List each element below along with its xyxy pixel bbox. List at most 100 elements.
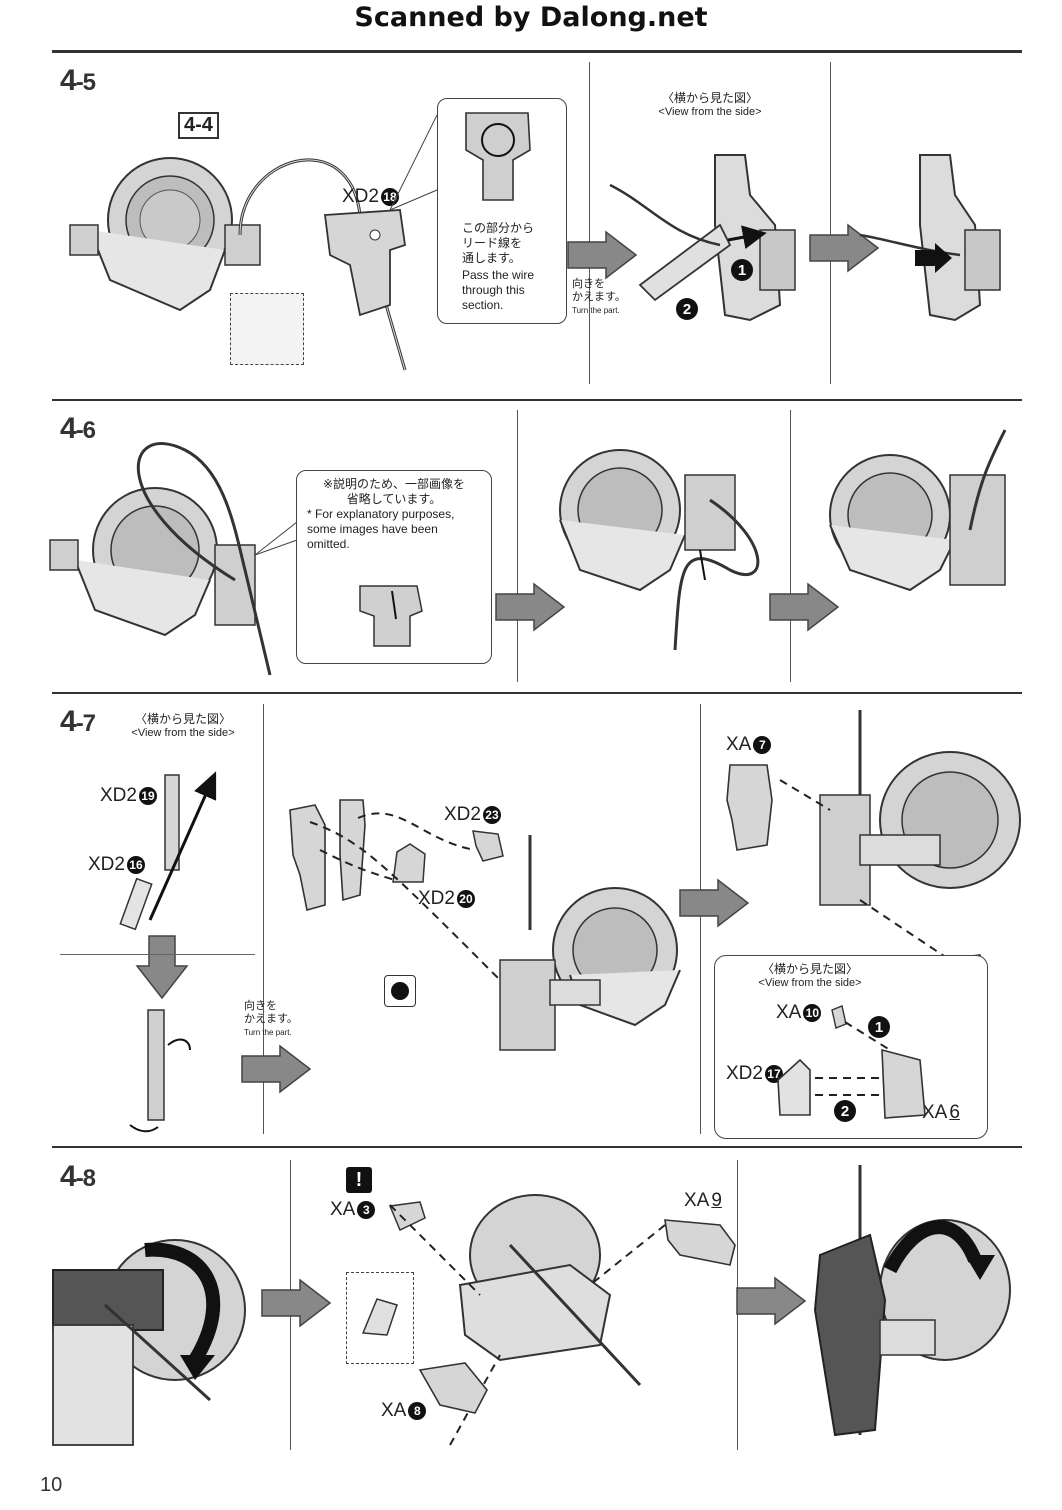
reference-step-tag: 4-4 (178, 112, 219, 139)
callout-pointer-lines (389, 114, 438, 211)
step-number-sub: -6 (75, 417, 96, 444)
shield-side-assembly-illustration (779, 710, 1021, 961)
turn-note-jp: 向きを (244, 1000, 277, 1012)
wire-lead (238, 158, 407, 371)
column-divider (263, 704, 264, 1134)
part-label-xd2-23: XD2 23 (444, 804, 501, 826)
shield-fold-illustration (52, 1239, 246, 1446)
part-xa-8-illustration (418, 1362, 488, 1414)
part-label-xa-3: XA 3 (330, 1199, 376, 1221)
part-label-xd2-16: XD2 16 (88, 854, 145, 876)
side-view-inset-callout: 〈横から見た図〉 <View from the side> (714, 955, 988, 1139)
detail-inset-box (230, 293, 304, 365)
step-order-badge-2: 2 (834, 1100, 856, 1122)
part-label-prefix: XD2 (88, 854, 125, 875)
side-view-en: <View from the side> (658, 106, 762, 118)
part-label-prefix: XA (922, 1102, 948, 1123)
step-number-main: 4 (60, 705, 77, 738)
orientation-detail-box (346, 1272, 414, 1364)
part-label-xd2-20: XD2 20 (418, 888, 475, 910)
black-part-indicator-icon (384, 975, 416, 1007)
callout-jp-line: リード線を (462, 236, 523, 250)
step-number: 4-7 (60, 705, 96, 739)
step-order-badge-1: 1 (868, 1016, 890, 1038)
note-jp-line: 省略しています。 (346, 492, 442, 506)
next-arrow-icon (567, 230, 638, 280)
part-label-xa-9: XA 9 (684, 1190, 722, 1212)
step-order-badge-1: 1 (731, 259, 753, 281)
next-arrow-icon (241, 1044, 312, 1094)
part-xa-9-illustration (664, 1219, 736, 1266)
inset-assembly-illustration (777, 1005, 926, 1119)
step-number-sub: -5 (75, 69, 96, 96)
part-label-prefix: XD2 (342, 186, 379, 207)
callout-part-zoom (465, 112, 531, 201)
reference-step-label: 4-4 (184, 114, 213, 136)
side-view-assembly-illustration (609, 154, 796, 322)
part-label-prefix: XA (726, 734, 752, 755)
column-divider (589, 62, 590, 384)
part-label-xd2-17: XD2 17 (726, 1063, 783, 1085)
part-number-underlined: 6 (949, 1102, 960, 1123)
next-arrow-icon (495, 582, 566, 632)
step-order-badge-2: 2 (676, 298, 698, 320)
step-number: 4-6 (60, 412, 96, 446)
section-divider-2 (52, 692, 1022, 694)
part-label-xa-8: XA 8 (381, 1400, 427, 1422)
note-en-text: * For explanatory purposes, some images … (307, 507, 455, 551)
part-number-badge: 7 (753, 736, 772, 754)
side-view-en: <View from the side> (131, 727, 235, 739)
part-number-badge: 3 (357, 1201, 376, 1219)
part-label-prefix: XA (381, 1400, 407, 1421)
explanatory-note-callout: ※説明のため、一部画像を 省略しています。 * For explanatory … (296, 470, 492, 664)
wire-routed-result-illustration (829, 429, 1007, 592)
next-arrow-icon (736, 1276, 807, 1326)
column-divider (790, 410, 791, 682)
part-number-badge: 23 (482, 806, 501, 824)
part-xd2-18-illustration (323, 209, 406, 317)
step-number-main: 4 (60, 412, 77, 445)
step-number-main: 4 (60, 64, 77, 97)
page-number: 10 (40, 1474, 63, 1496)
side-view-jp: 〈横から見た図〉 (134, 712, 231, 726)
part-xa-3-illustration (388, 1201, 426, 1232)
turn-part-note: 向きを かえます。 Turn the part. (244, 1000, 304, 1039)
next-arrow-icon (679, 878, 750, 928)
wire-routing-callout: この部分から リード線を 通します。 Pass the wire through… (437, 98, 567, 324)
part-label-prefix: XD2 (444, 804, 481, 825)
part-xa-7-illustration (726, 764, 773, 851)
column-divider (830, 62, 831, 384)
turn-note-jp: かえます。 (572, 291, 626, 303)
step-number-sub: -8 (75, 1165, 96, 1192)
part-number-badge: 16 (126, 856, 145, 874)
side-view-jp: 〈横から見た図〉 (661, 91, 758, 105)
part-label-prefix: XD2 (100, 785, 137, 806)
part-number-badge: 8 (408, 1402, 427, 1420)
part-label-prefix: XA (776, 1002, 802, 1023)
turn-note-jp: 向きを (572, 278, 605, 290)
note-part-detail (359, 585, 423, 647)
turn-note-en: Turn the part. (244, 1028, 292, 1037)
column-divider (700, 704, 701, 1134)
callout-jp-line: 通します。 (462, 251, 521, 265)
shield-assembly-center-illustration (499, 835, 681, 1051)
part-label-xa-6: XA 6 (922, 1102, 960, 1124)
step-number-main: 4 (60, 1160, 77, 1193)
turn-part-note: 向きを かえます。 Turn the part. (572, 278, 628, 317)
wire-pull-through-illustration (559, 449, 760, 651)
step-number: 4-5 (60, 64, 96, 98)
insert-rod-illustration (119, 771, 217, 931)
part-xa-3-detail (361, 1298, 398, 1336)
part-label-prefix: XA (330, 1199, 356, 1220)
section-divider-1 (52, 399, 1022, 401)
side-view-result-illustration (859, 154, 1001, 322)
part-number-badge: 20 (456, 890, 475, 908)
part-label-xd2-19: XD2 19 (100, 785, 157, 807)
section-divider-3 (52, 1146, 1022, 1148)
callout-jp-line: この部分から (462, 221, 535, 235)
callout-pointer-lines (254, 521, 298, 556)
step-number: 4-8 (60, 1160, 96, 1194)
side-view-label: 〈横から見た図〉 <View from the side> (118, 712, 248, 740)
part-xd2-23-illustration (472, 830, 504, 862)
next-arrow-icon (769, 582, 840, 632)
